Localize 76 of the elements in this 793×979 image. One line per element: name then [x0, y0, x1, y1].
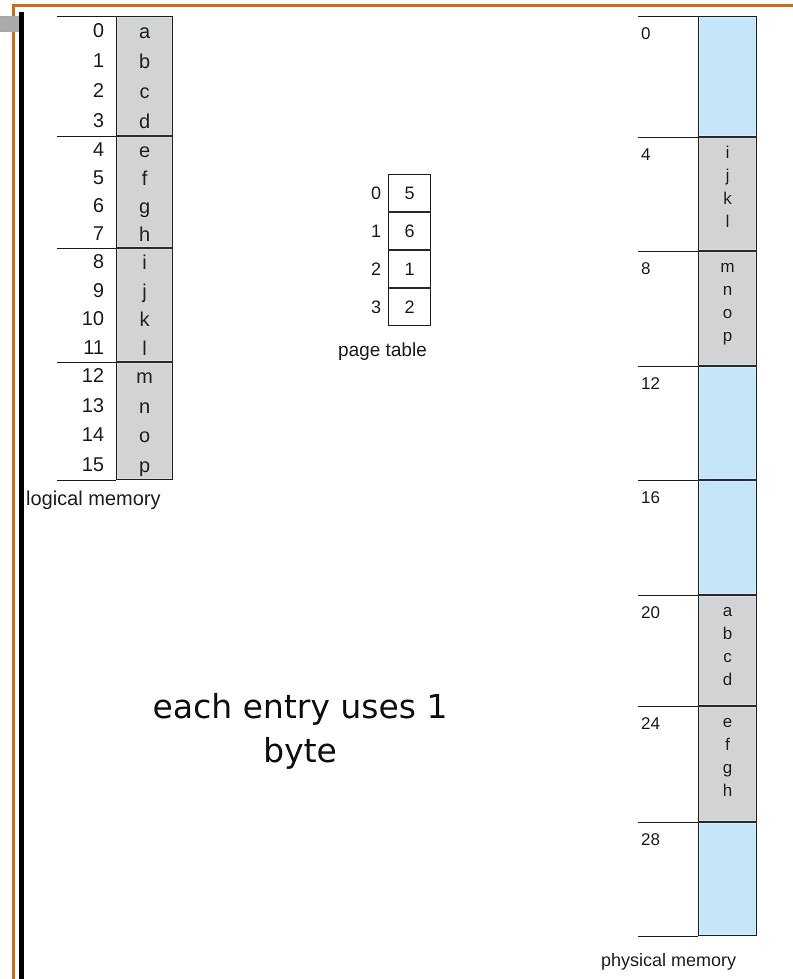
byte-value: j — [726, 165, 730, 187]
byte-value: o — [138, 424, 150, 449]
address-label: 24 — [641, 714, 660, 734]
byte-value: o — [722, 302, 732, 324]
byte-value: b — [138, 50, 150, 75]
address-label: 6 — [92, 194, 104, 219]
index-label: 2 — [370, 258, 381, 281]
byte-value: c — [723, 646, 732, 668]
byte-value: h — [722, 780, 732, 802]
byte-value: l — [726, 211, 730, 233]
byte-value: c — [140, 80, 150, 105]
byte-value: n — [722, 279, 732, 301]
address-label: 0 — [641, 24, 650, 44]
address-label: 8 — [641, 259, 650, 279]
index-label: 3 — [370, 296, 381, 319]
byte-value: f — [725, 734, 730, 756]
byte-value: m — [136, 365, 153, 390]
byte-value: e — [722, 711, 732, 733]
address-label: 12 — [641, 374, 660, 394]
byte-value: d — [722, 669, 732, 691]
address-label: 15 — [82, 452, 104, 478]
address-label: 8 — [92, 250, 104, 275]
section-caption: logical memory — [26, 488, 160, 511]
address-label: 3 — [92, 109, 104, 134]
logical-page — [116, 248, 173, 362]
address-label: 7 — [92, 222, 104, 247]
address-label: 4 — [92, 138, 104, 163]
address-label: 14 — [82, 423, 104, 448]
byte-value: b — [722, 623, 732, 645]
address-label: 13 — [82, 394, 104, 418]
physical-frame — [698, 137, 757, 251]
page-table-entry: 1 — [388, 250, 431, 288]
address-label: 16 — [641, 488, 660, 508]
note-text: each entry uses 1 byte — [152, 686, 448, 772]
byte-value: i — [142, 251, 147, 276]
byte-value: p — [722, 325, 732, 347]
address-label: 28 — [641, 830, 660, 850]
address-label: 10 — [82, 307, 104, 332]
logical-page — [116, 136, 173, 248]
address-label: 11 — [83, 336, 104, 360]
byte-value: a — [138, 20, 150, 45]
address-label: 4 — [641, 145, 650, 165]
page-table-entry: 6 — [388, 212, 431, 250]
address-label: 1 — [92, 49, 104, 74]
byte-value: n — [138, 394, 150, 420]
byte-value: f — [142, 167, 148, 192]
section-caption: page table — [338, 340, 427, 362]
byte-value: g — [722, 757, 732, 779]
byte-value: h — [138, 223, 150, 248]
address-label: 0 — [92, 19, 104, 44]
page-table-entry: 5 — [388, 174, 431, 212]
physical-frame — [698, 706, 757, 822]
byte-value: p — [138, 454, 150, 478]
byte-value: g — [138, 195, 150, 220]
byte-value: j — [142, 280, 147, 304]
address-label: 2 — [92, 79, 104, 104]
index-label: 1 — [370, 220, 381, 243]
physical-frame — [698, 251, 757, 366]
byte-value: e — [138, 139, 150, 164]
address-label: 12 — [82, 364, 104, 389]
logical-page — [116, 16, 173, 136]
byte-value: l — [142, 336, 147, 362]
section-caption: physical memory — [601, 950, 736, 971]
address-label: 5 — [92, 166, 104, 191]
page-table-entry: 2 — [388, 288, 431, 326]
byte-value: i — [726, 142, 730, 164]
index-label: 0 — [370, 182, 381, 205]
byte-value: k — [723, 188, 732, 210]
address-label: 9 — [92, 278, 104, 304]
byte-value: k — [140, 308, 150, 333]
address-label: 20 — [641, 603, 660, 623]
byte-value: a — [722, 600, 732, 622]
byte-value: d — [138, 110, 150, 135]
logical-page — [116, 362, 173, 480]
physical-frame — [698, 595, 757, 706]
byte-value: m — [720, 256, 735, 278]
